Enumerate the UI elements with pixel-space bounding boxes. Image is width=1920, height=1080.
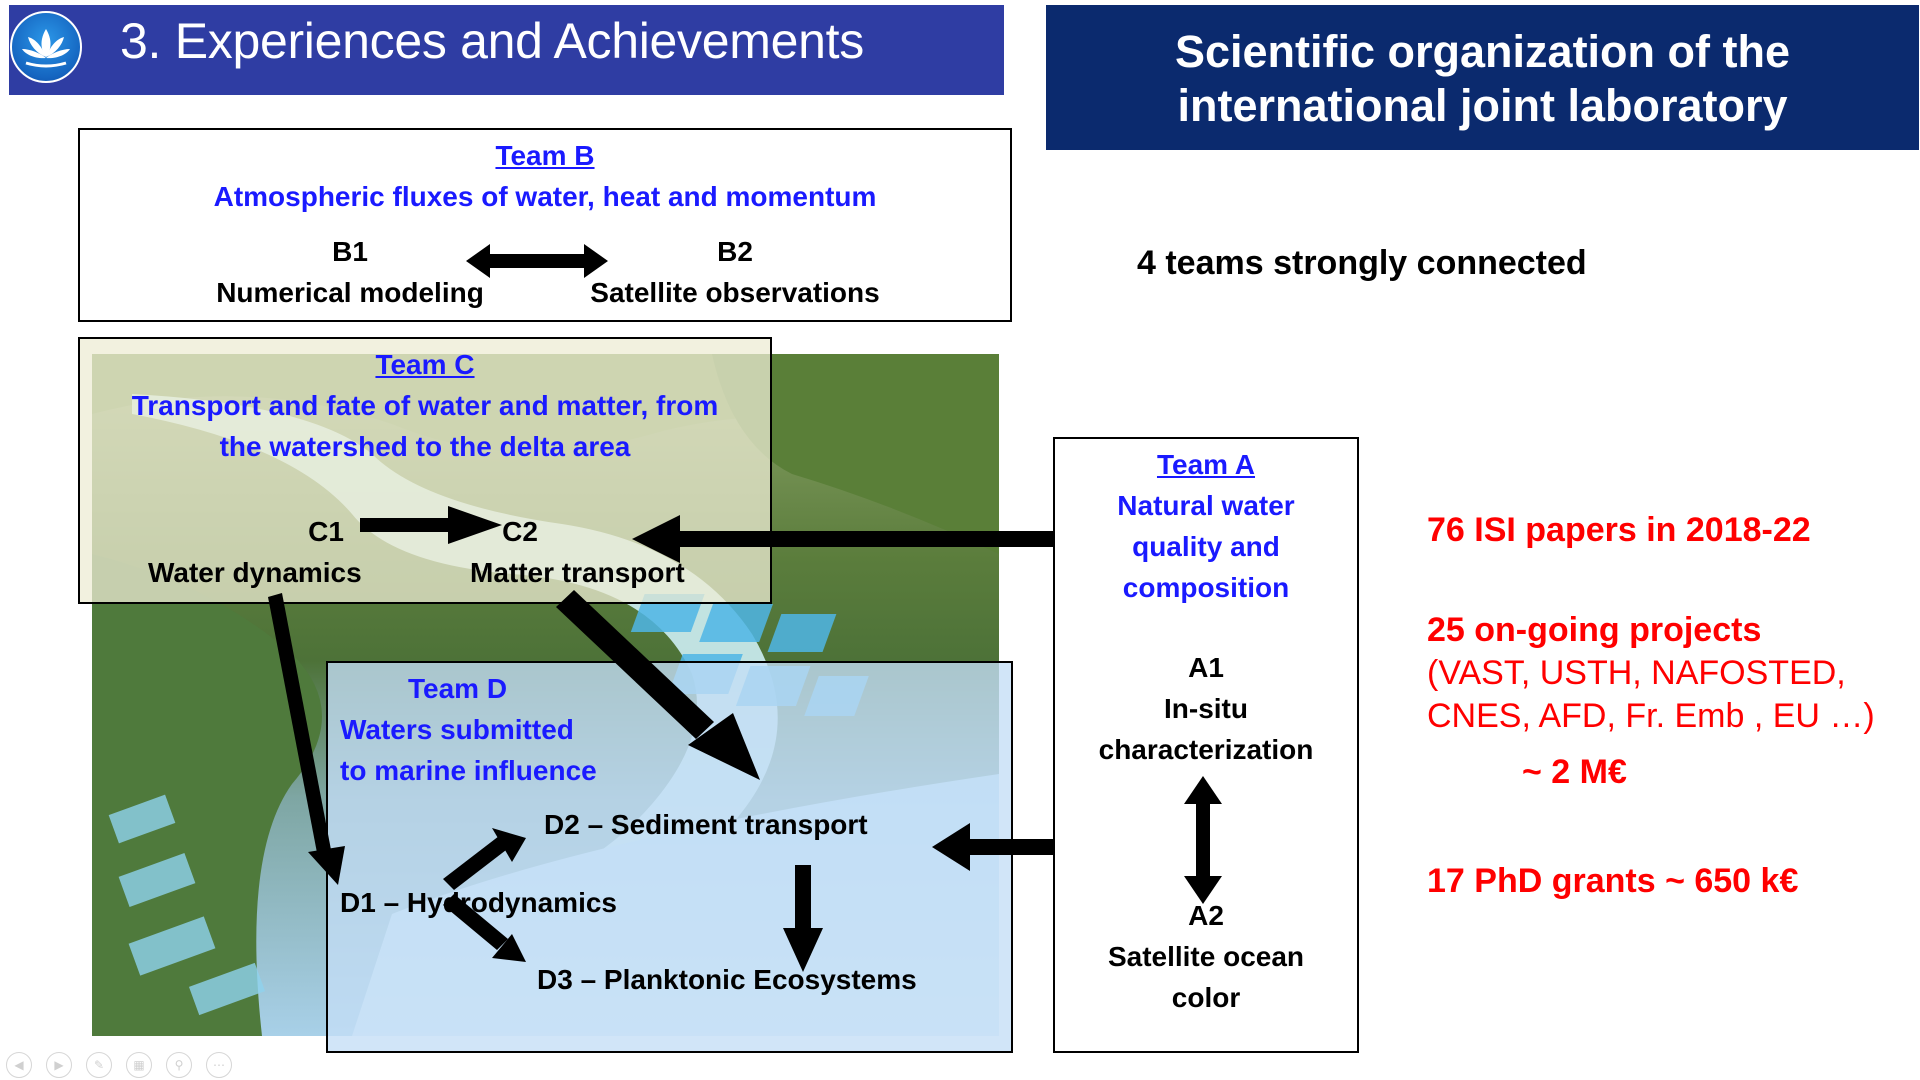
d1-label: D1 – Hydrodynamics bbox=[340, 887, 617, 918]
team-a-subtitle-line3: composition bbox=[1122, 572, 1290, 603]
team-a-box bbox=[1053, 437, 1359, 1053]
lotus-icon bbox=[10, 11, 82, 83]
team-c-name: Team C bbox=[375, 349, 475, 380]
b1-code: B1 bbox=[332, 236, 368, 267]
slides-icon[interactable]: ▦ bbox=[126, 1052, 152, 1078]
b2-label: Satellite observations bbox=[590, 277, 880, 308]
budget-text: ~ 2 M€ bbox=[1522, 753, 1627, 791]
arrow-a1-a2 bbox=[1184, 776, 1222, 904]
team-a-name: Team A bbox=[1156, 449, 1256, 480]
more-icon[interactable]: ⋯ bbox=[206, 1052, 232, 1078]
a2-label-line2: color bbox=[1171, 982, 1241, 1013]
b1-label: Numerical modeling bbox=[216, 277, 484, 308]
a1-label-line1: In-situ bbox=[1164, 693, 1248, 724]
projects-funders-line2: CNES, AFD, Fr. Emb , EU …) bbox=[1427, 697, 1875, 735]
zoom-icon[interactable]: ⚲ bbox=[166, 1052, 192, 1078]
team-b-subtitle: Atmospheric fluxes of water, heat and mo… bbox=[213, 181, 877, 212]
arrow-c1-to-d1 bbox=[268, 593, 345, 885]
a1-code: A1 bbox=[1188, 652, 1224, 683]
a2-label-line1: Satellite ocean bbox=[1107, 941, 1305, 972]
arrow-a-to-d2 bbox=[932, 823, 1053, 871]
team-d-subtitle-line2: to marine influence bbox=[340, 755, 597, 786]
projects-text: 25 on-going projects bbox=[1427, 611, 1762, 649]
team-a-subtitle-line2: quality and bbox=[1132, 531, 1280, 562]
arrow-c2-to-d2 bbox=[556, 590, 760, 780]
arrow-a-to-c2 bbox=[632, 515, 1053, 563]
isi-papers-text: 76 ISI papers in 2018-22 bbox=[1427, 511, 1811, 549]
phd-grants-text: 17 PhD grants ~ 650 k€ bbox=[1427, 862, 1799, 900]
pen-icon[interactable]: ✎ bbox=[86, 1052, 112, 1078]
title-bar bbox=[9, 5, 1004, 95]
slide-nav-bar: ◀ ▶ ✎ ▦ ⚲ ⋯ bbox=[6, 1052, 246, 1078]
arrow-c1-c2 bbox=[360, 506, 502, 544]
team-b-name: Team B bbox=[495, 140, 595, 171]
prev-icon[interactable]: ◀ bbox=[6, 1052, 32, 1078]
team-d-subtitle-line1: Waters submitted bbox=[340, 714, 574, 745]
team-d-box bbox=[326, 661, 1013, 1053]
c1-code: C1 bbox=[308, 516, 344, 547]
a2-code: A2 bbox=[1188, 900, 1224, 931]
team-c-subtitle-line1: Transport and fate of water and matter, … bbox=[131, 390, 719, 421]
b1-b2-double-arrow bbox=[466, 244, 608, 278]
page-title: 3. Experiences and Achievements bbox=[120, 13, 864, 69]
team-c-box bbox=[78, 337, 772, 604]
projects-funders-line1: (VAST, USTH, NAFOSTED, bbox=[1427, 654, 1846, 692]
arrow-d1-to-d3 bbox=[443, 894, 526, 962]
org-title-box: Scientific organization of the internati… bbox=[1046, 5, 1919, 150]
team-d-name: Team D bbox=[408, 673, 508, 704]
d3-label: D3 – Planktonic Ecosystems bbox=[537, 964, 917, 995]
team-a-subtitle-line1: Natural water bbox=[1117, 490, 1295, 521]
a1-label-line2: characterization bbox=[1098, 734, 1314, 765]
d2-label: D2 – Sediment transport bbox=[544, 809, 868, 840]
teams-connected-text: 4 teams strongly connected bbox=[1137, 244, 1587, 282]
arrow-d1-to-d2 bbox=[443, 828, 526, 890]
team-c-subtitle-line2: the watershed to the delta area bbox=[219, 431, 631, 462]
c1-label: Water dynamics bbox=[148, 557, 362, 588]
arrow-d2-to-d3 bbox=[783, 865, 823, 972]
org-title-line1: Scientific organization of the bbox=[1174, 26, 1791, 77]
team-b-box bbox=[78, 128, 1012, 322]
c2-label: Matter transport bbox=[470, 557, 685, 588]
play-icon[interactable]: ▶ bbox=[46, 1052, 72, 1078]
c2-code: C2 bbox=[502, 516, 538, 547]
b2-code: B2 bbox=[717, 236, 753, 267]
org-title-line2: international joint laboratory bbox=[1177, 80, 1788, 131]
